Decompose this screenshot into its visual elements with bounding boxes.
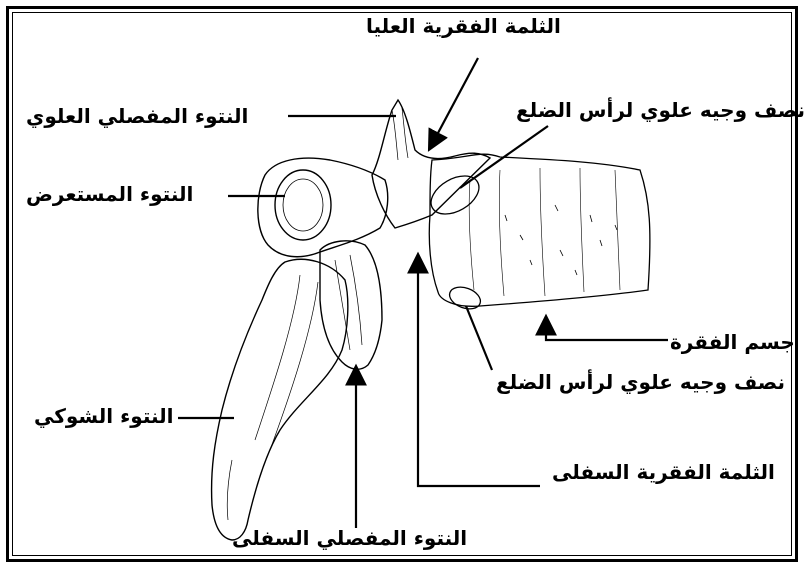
label-superior-articular: النتوء المفصلي العلوي [26,104,248,128]
label-inferior-articular: النتوء المفصلي السفلى [232,526,467,550]
label-lower-demifacet: نصف وجيه علوي لرأس الضلع [496,370,785,394]
label-superior-notch: الثلمة الفقرية العليا [366,14,561,38]
vertebral-body-drawing [424,154,649,313]
label-inferior-notch: الثلمة الفقرية السفلى [552,460,775,484]
arrow-superior-notch [430,58,478,148]
label-body: جسم الفقرة [670,330,795,354]
spinous-process-drawing [212,259,348,540]
line-lower-demifacet [466,306,492,370]
arrow-body [546,318,668,340]
label-upper-demifacet: نصف وجيه علوي لرأس الضلع [516,98,805,122]
leader-lines [178,58,668,528]
line-upper-demifacet [460,126,548,188]
label-spinous: النتوء الشوكي [34,404,174,428]
label-transverse: النتوء المستعرض [26,182,193,206]
transverse-process-drawing [258,158,388,257]
lamina-drawing [320,241,382,369]
